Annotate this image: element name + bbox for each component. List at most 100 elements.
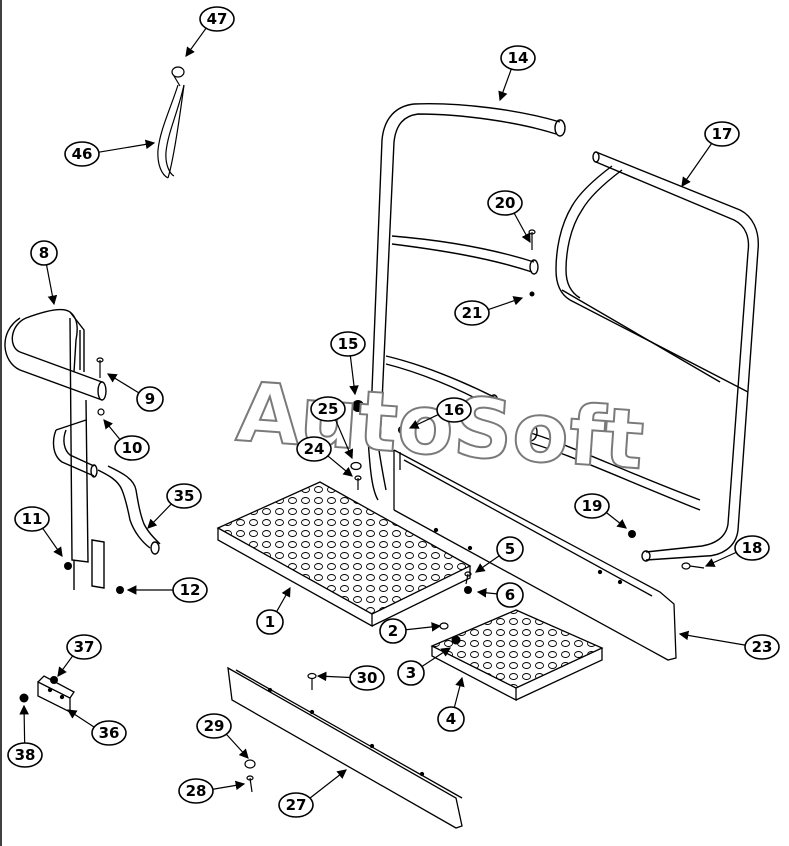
- callout-38-leader: [19, 704, 29, 744]
- callout-8-label: 8: [39, 244, 49, 262]
- part-24-bolt: [354, 475, 362, 490]
- callout-5-bubble: [496, 536, 524, 562]
- callout-27-bubble: [278, 792, 314, 818]
- callout-5-label: 5: [505, 540, 515, 558]
- part-4-step-tread: [430, 609, 604, 702]
- callout-3-label: 3: [406, 664, 416, 682]
- part-15-bolt: [352, 400, 364, 412]
- callout-14-label: 14: [508, 49, 529, 67]
- callout-9-leader: [106, 373, 140, 394]
- callout-12-label: 12: [180, 581, 201, 599]
- callout-23-bubble: [744, 634, 780, 660]
- callout-25-leader: [334, 419, 354, 460]
- part-1-step-tread: [216, 481, 472, 628]
- part-23-side-plate: [393, 449, 677, 661]
- callout-46-leader: [98, 139, 156, 153]
- callout-3-bubble: [397, 660, 425, 686]
- callout-27-leader: [309, 769, 347, 799]
- callout-9-bubble: [136, 386, 164, 412]
- callout-8-bubble: [30, 240, 58, 266]
- callout-21-label: 21: [462, 304, 483, 322]
- callout-20-bubble: [487, 190, 523, 216]
- callout-47-leader: [185, 27, 207, 57]
- part-47-clip: [171, 66, 185, 87]
- callout-20-label: 20: [495, 194, 516, 212]
- callout-47-label: 47: [207, 10, 228, 28]
- callout-46-label: 46: [72, 145, 93, 163]
- callout-38-label: 38: [15, 746, 36, 764]
- callout-29-leader: [225, 733, 249, 759]
- callout-10-bubble: [114, 435, 150, 461]
- callout-6-leader: [476, 588, 498, 598]
- callout-15-leader: [349, 355, 359, 396]
- callout-3-leader: [421, 647, 452, 668]
- callout-28-leader: [212, 780, 246, 791]
- callout-14-bubble: [500, 45, 536, 71]
- callout-21-bubble: [454, 300, 490, 326]
- callout-10-leader: [103, 419, 121, 440]
- callout-1-label: 1: [265, 613, 275, 631]
- part-2-washer: [439, 622, 449, 630]
- part-14-handrail: [367, 103, 566, 501]
- part-16-spacer: [398, 426, 406, 434]
- part-21-nut: [529, 291, 535, 297]
- callout-27-label: 27: [286, 796, 307, 814]
- part-35-tube: [97, 465, 161, 555]
- callout-11-bubble: [14, 506, 50, 532]
- callout-4-label: 4: [446, 710, 456, 728]
- callout-25-bubble: [310, 396, 346, 422]
- callout-35-leader: [147, 503, 172, 529]
- callout-20-leader: [513, 212, 531, 244]
- callout-23-leader: [678, 630, 746, 646]
- callout-14-leader: [498, 68, 512, 102]
- watermark-text: AutoSoft: [234, 365, 647, 488]
- callout-18-leader: [704, 551, 737, 567]
- part-3-nut: [451, 635, 461, 645]
- part-38-bolt: [19, 693, 29, 703]
- callout-38-bubble: [7, 742, 43, 768]
- callout-28-bubble: [178, 778, 214, 804]
- callout-8-leader: [45, 264, 58, 306]
- part-11-nut: [64, 562, 72, 570]
- part-27-side-plate: [227, 666, 463, 829]
- part-37-nut: [50, 676, 58, 684]
- callout-11-label: 11: [22, 510, 43, 528]
- callout-30-bubble: [349, 665, 385, 691]
- part-8-handrail: [4, 308, 107, 590]
- callout-36-bubble: [91, 720, 127, 746]
- callout-6-bubble: [496, 582, 524, 608]
- part-6-nut: [464, 586, 472, 594]
- callout-36-label: 36: [99, 724, 120, 742]
- callout-2-leader: [405, 622, 442, 632]
- callout-4-bubble: [437, 706, 465, 732]
- callout-16-leader: [408, 414, 439, 429]
- callout-1-bubble: [256, 609, 284, 635]
- callout-37-label: 37: [74, 638, 95, 656]
- callout-12-bubble: [172, 577, 208, 603]
- part-19-nut: [628, 530, 636, 538]
- callout-16-label: 16: [444, 401, 465, 419]
- callout-36-leader: [66, 709, 95, 728]
- callout-17-label: 17: [712, 125, 733, 143]
- callout-4-leader: [453, 676, 465, 708]
- callout-18-bubble: [734, 535, 770, 561]
- callout-11-leader: [42, 527, 63, 557]
- callout-15-bubble: [330, 331, 366, 357]
- part-28-bolt: [246, 775, 254, 793]
- callout-10-label: 10: [122, 439, 143, 457]
- callout-19-label: 19: [582, 497, 603, 515]
- callout-30-leader: [316, 671, 351, 682]
- part-20-bolt: [528, 229, 536, 250]
- callout-15-label: 15: [338, 335, 359, 353]
- part-46-chain: [157, 84, 185, 179]
- callout-46-bubble: [64, 141, 100, 167]
- part-12-bolt: [116, 586, 124, 594]
- callout-19-leader: [605, 512, 627, 529]
- callout-23-label: 23: [752, 638, 773, 656]
- callout-37-leader: [57, 655, 74, 677]
- callout-1-leader: [276, 586, 291, 612]
- part-5-bolt: [464, 571, 472, 585]
- part-10-nut: [97, 408, 105, 416]
- callout-25-label: 25: [318, 400, 339, 418]
